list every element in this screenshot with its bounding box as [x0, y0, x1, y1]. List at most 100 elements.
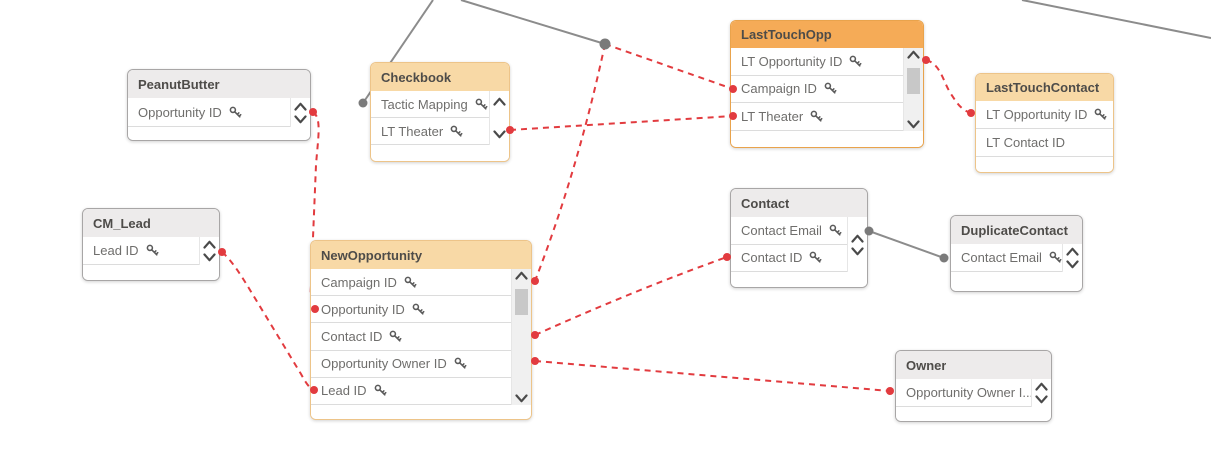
table-title: Checkbook — [381, 69, 452, 85]
field-row[interactable]: Opportunity ID — [128, 98, 290, 127]
table-header[interactable]: LastTouchOpp — [731, 21, 923, 48]
cmlead-newopportunity-association[interactable] — [221, 251, 315, 391]
newopportunity-owner-association[interactable] — [534, 360, 891, 392]
offscreen-crossing-line-link[interactable] — [1021, 0, 1211, 39]
table-footer — [976, 157, 1113, 172]
peanutbutter-newopportunity-association[interactable] — [309, 111, 320, 310]
field-scroll-column[interactable] — [847, 217, 867, 272]
table-header[interactable]: CM_Lead — [83, 209, 219, 237]
scroll-up-icon[interactable] — [1066, 247, 1079, 256]
scroll-down-icon[interactable] — [203, 253, 216, 262]
table-title: LastTouchOpp — [741, 27, 832, 42]
scroll-up-icon[interactable] — [493, 97, 506, 106]
table-title: PeanutButter — [138, 76, 220, 92]
field-scroll-column[interactable] — [290, 98, 310, 127]
field-label: Campaign ID — [321, 274, 397, 290]
scroll-down-icon[interactable] — [907, 120, 920, 129]
field-scrollbar[interactable] — [903, 48, 923, 131]
lasttouchopp-lasttouchcontact-association[interactable] — [925, 59, 972, 114]
key-icon — [450, 125, 463, 137]
field-row[interactable]: Opportunity ID — [311, 296, 511, 324]
table-header[interactable]: LastTouchContact — [976, 74, 1113, 101]
table-header[interactable]: PeanutButter — [128, 70, 310, 98]
scrollbar-thumb[interactable] — [907, 68, 920, 94]
field-scrollbar[interactable] — [511, 269, 531, 405]
field-row[interactable]: Campaign ID — [311, 269, 511, 297]
table-footer — [951, 272, 1082, 291]
field-label: Opportunity ID — [321, 301, 405, 317]
field-label: Opportunity Owner I... — [906, 385, 1031, 400]
field-row[interactable]: LT Opportunity ID — [976, 101, 1113, 129]
scroll-up-icon[interactable] — [203, 240, 216, 249]
table-title: CM_Lead — [93, 215, 151, 231]
field-scroll-column[interactable] — [199, 237, 219, 265]
field-row[interactable]: Contact Email — [951, 244, 1062, 272]
field-scroll-column[interactable] — [489, 91, 509, 145]
scroll-down-icon[interactable] — [493, 130, 506, 139]
table-title: NewOpportunity — [321, 247, 423, 263]
field-row[interactable]: Lead ID — [311, 378, 511, 405]
table-footer — [311, 405, 531, 419]
field-label: Contact Email — [961, 250, 1042, 265]
key-icon — [475, 98, 488, 110]
field-row[interactable]: LT Contact ID — [976, 129, 1113, 157]
checkbook-lasttouchopp-association[interactable] — [509, 115, 734, 131]
key-icon — [1049, 251, 1062, 263]
table-footer — [731, 272, 867, 287]
scrollbar-thumb[interactable] — [515, 289, 528, 315]
key-icon — [390, 330, 402, 342]
table-footer — [896, 407, 1051, 421]
table-header[interactable]: Checkbook — [371, 63, 509, 91]
field-row[interactable]: Contact ID — [731, 245, 847, 272]
table-header[interactable]: DuplicateContact — [951, 216, 1082, 244]
field-label: Lead ID — [321, 383, 367, 399]
table-title: Owner — [906, 357, 947, 373]
field-label: LT Theater — [381, 123, 444, 139]
junction-lasttouchopp-association[interactable] — [604, 43, 734, 90]
scroll-down-icon[interactable] — [1035, 395, 1048, 404]
table-LastTouchOpp[interactable]: LastTouchOpp LT Opportunity ID Campaign ID… — [730, 20, 924, 148]
junction-newopportunity-association[interactable] — [534, 43, 606, 282]
field-row[interactable]: LT Opportunity ID — [731, 48, 903, 76]
scroll-down-icon[interactable] — [515, 394, 528, 403]
scroll-up-icon[interactable] — [294, 102, 307, 111]
scroll-up-icon[interactable] — [907, 50, 920, 59]
field-row[interactable]: Opportunity Owner I... — [896, 379, 1031, 407]
field-row[interactable]: Campaign ID — [731, 76, 903, 104]
scroll-up-icon[interactable] — [851, 234, 864, 243]
field-scroll-column[interactable] — [1062, 244, 1082, 272]
table-footer — [83, 265, 219, 280]
field-row[interactable]: LT Theater — [371, 118, 489, 145]
offscreen-junction-line-link[interactable] — [460, 0, 606, 45]
table-header[interactable]: Owner — [896, 351, 1051, 379]
field-scroll-column[interactable] — [1031, 379, 1051, 407]
contact-duplicatecontact-link[interactable] — [868, 230, 945, 259]
newopportunity-contact-association[interactable] — [534, 256, 728, 336]
table-header[interactable]: NewOpportunity — [311, 241, 531, 269]
table-header[interactable]: Contact — [731, 189, 867, 217]
scroll-down-icon[interactable] — [1066, 260, 1079, 269]
scroll-down-icon[interactable] — [294, 114, 307, 124]
field-row[interactable]: Tactic Mapping — [371, 91, 489, 118]
field-row[interactable]: Opportunity Owner ID — [311, 351, 511, 378]
field-row[interactable]: LT Theater — [731, 103, 903, 131]
field-row[interactable]: Lead ID — [83, 237, 199, 265]
field-label: LT Opportunity ID — [741, 53, 843, 69]
table-footer — [731, 130, 923, 147]
table-title: DuplicateContact — [961, 222, 1068, 238]
field-label: Campaign ID — [741, 81, 817, 97]
scroll-up-icon[interactable] — [1035, 382, 1048, 391]
scroll-up-icon[interactable] — [515, 271, 528, 280]
scroll-down-icon[interactable] — [851, 246, 864, 256]
field-row[interactable]: Contact ID — [311, 323, 511, 351]
field-row[interactable]: Contact Email — [731, 217, 847, 245]
